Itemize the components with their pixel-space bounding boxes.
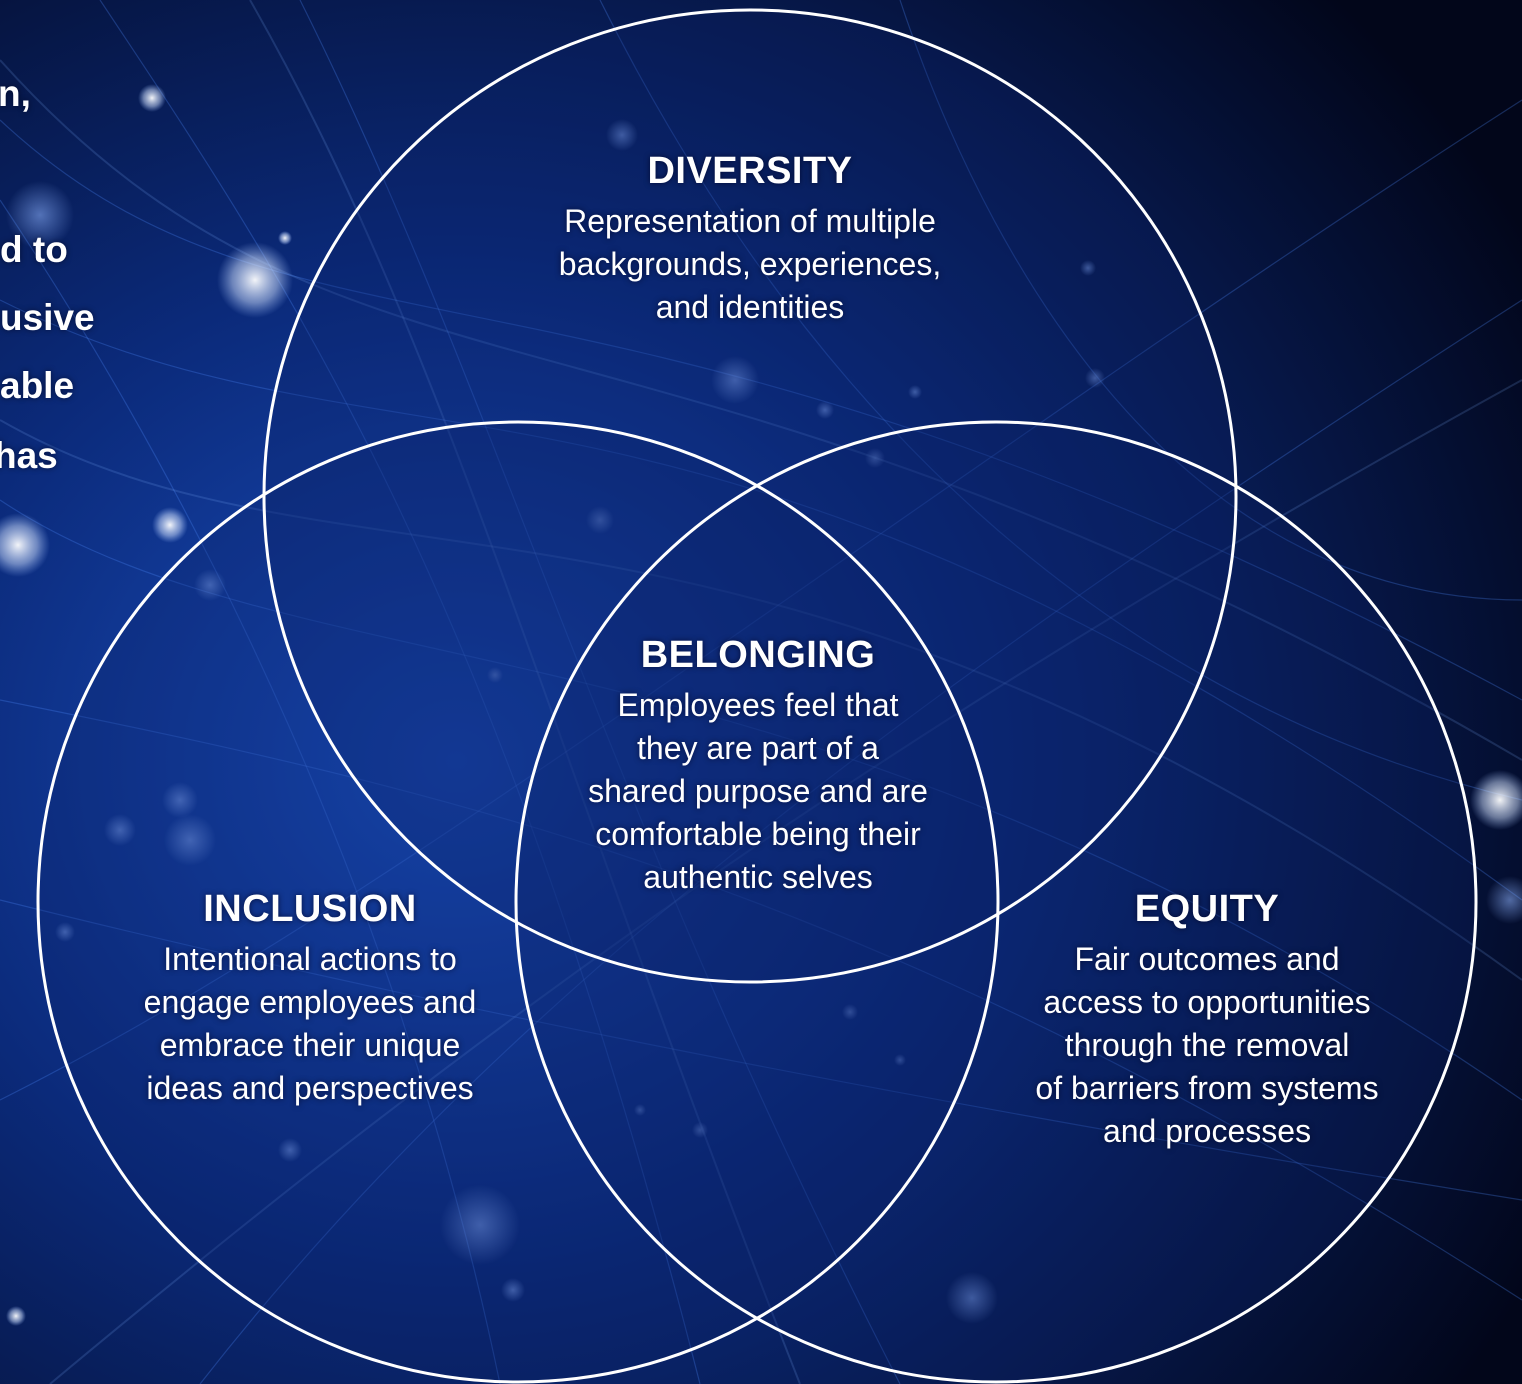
diversity-circle-fill [264, 10, 1236, 982]
diversity-region: DIVERSITY Representation of multiple bac… [500, 148, 1000, 329]
equity-description: Fair outcomes and access to opportunitie… [1035, 941, 1379, 1149]
belonging-region: BELONGING Employees feel that they are p… [548, 632, 968, 899]
belonging-title: BELONGING [640, 634, 876, 676]
venn-circles [36, 8, 1478, 1384]
bokeh-dots [0, 84, 1522, 1326]
inclusion-circle [36, 420, 1000, 1384]
inclusion-circle-fill [38, 422, 998, 1382]
side-text-line-4: able [0, 365, 75, 406]
side-text-line-3: usive [0, 297, 95, 338]
side-text-line-1: n, [0, 73, 31, 114]
belonging-description: Employees feel that they are part of a s… [588, 687, 928, 895]
side-text-line-2: d to [0, 229, 68, 270]
inclusion-title: INCLUSION [203, 888, 417, 930]
equity-title: EQUITY [1134, 888, 1280, 930]
diversity-title: DIVERSITY [647, 150, 853, 192]
equity-region: EQUITY Fair outcomes and access to oppor… [997, 886, 1417, 1153]
diversity-description: Representation of multiple backgrounds, … [558, 203, 942, 325]
inclusion-description: Intentional actions to engage employees … [143, 941, 477, 1106]
equity-circle [514, 420, 1478, 1384]
equity-circle-fill [516, 422, 1476, 1382]
side-text-line-5: has [0, 435, 58, 476]
inclusion-region: INCLUSION Intentional actions to engage … [100, 886, 520, 1110]
